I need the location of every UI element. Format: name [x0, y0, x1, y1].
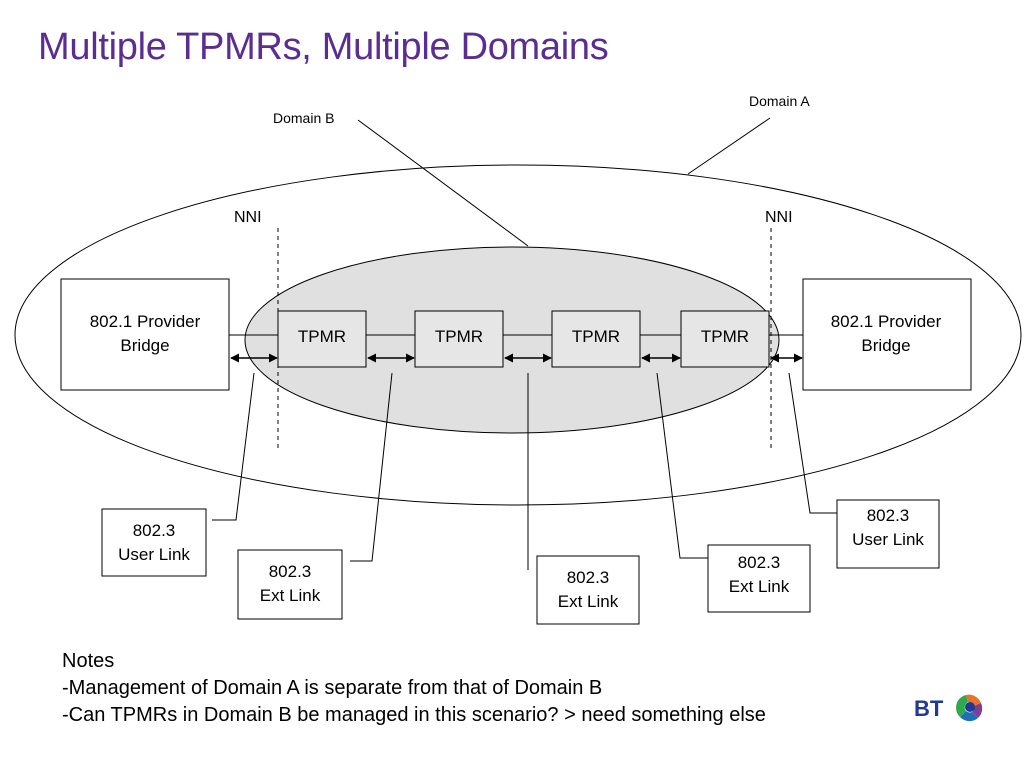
link-callout-user-left: 802.3 User Link: [101, 508, 207, 577]
link-callout-line2: Ext Link: [729, 577, 790, 596]
tpmr-box: TPMR: [277, 310, 367, 368]
link-callout-line2: User Link: [852, 530, 924, 549]
notes-line-1: -Management of Domain A is separate from…: [62, 677, 603, 699]
tpmr-label: TPMR: [572, 327, 620, 346]
nni-right-label: NNI: [765, 209, 793, 226]
domain-b-leader: [357, 119, 529, 247]
tpmr-box: TPMR: [551, 310, 641, 368]
tpmr-label: TPMR: [298, 327, 346, 346]
domain-a-leader: [687, 117, 771, 175]
link-callout-line1: 802.3: [567, 568, 610, 587]
provider-bridge-left: 802.1 Provider Bridge: [60, 278, 230, 391]
notes-line-2: -Can TPMRs in Domain B be managed in thi…: [62, 704, 766, 726]
bridge-right-line1: 802.1 Provider: [831, 312, 942, 331]
bt-piper-icon: [955, 693, 985, 723]
link-callout-line2: Ext Link: [260, 586, 321, 605]
link-callout-line1: 802.3: [867, 506, 910, 525]
tpmr-label: TPMR: [435, 327, 483, 346]
bridge-left-line2: Bridge: [120, 336, 169, 355]
link-callout-user-right: 802.3 User Link: [836, 499, 940, 569]
link-callout-ext-3: 802.3 Ext Link: [707, 544, 811, 613]
link-callout-line1: 802.3: [738, 553, 781, 572]
link-callout-ext-1: 802.3 Ext Link: [237, 549, 343, 620]
domain-b-label: Domain B: [273, 110, 334, 126]
link-callout-line1: 802.3: [269, 562, 312, 581]
domain-a-label: Domain A: [749, 93, 810, 109]
link-leaders: [212, 372, 837, 570]
link-callout-line1: 802.3: [133, 521, 176, 540]
domain-a-ellipse: [14, 164, 1022, 506]
link-callout-ext-2: 802.3 Ext Link: [536, 555, 640, 625]
tpmr-box: TPMR: [414, 310, 504, 368]
provider-bridge-right: 802.1 Provider Bridge: [802, 278, 972, 391]
bridge-right-line2: Bridge: [861, 336, 910, 355]
notes-block: Notes -Management of Domain A is separat…: [62, 648, 766, 729]
link-callout-line2: Ext Link: [558, 592, 619, 611]
nni-left-label: NNI: [234, 209, 262, 226]
domain-b-ellipse: [244, 246, 780, 434]
tpmr-label: TPMR: [701, 327, 749, 346]
bt-logo-text: BT: [914, 696, 944, 721]
notes-heading: Notes: [62, 650, 115, 672]
bt-logo: BT: [914, 693, 985, 723]
bridge-left-line1: 802.1 Provider: [90, 312, 201, 331]
tpmr-box: TPMR: [680, 310, 770, 368]
link-callout-line2: User Link: [118, 545, 190, 564]
slide-title: Multiple TPMRs, Multiple Domains: [38, 26, 609, 68]
